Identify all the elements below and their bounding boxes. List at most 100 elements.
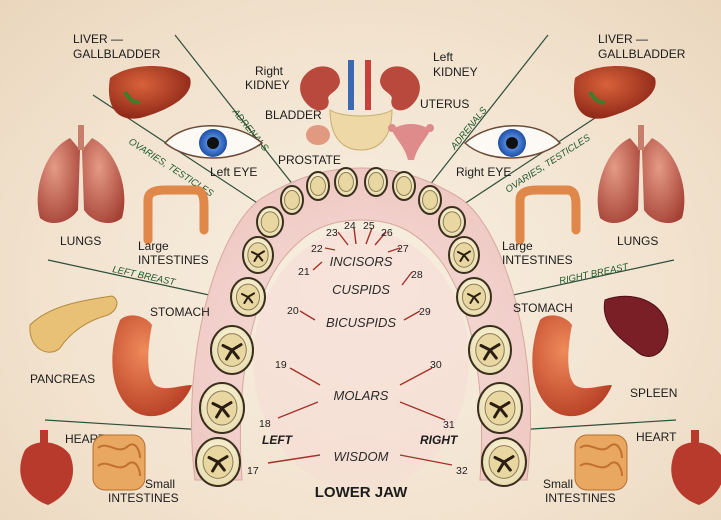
spleen-label: SPLEEN [630,386,677,400]
tooth-number-labels: 17 18 19 20 21 22 23 24 25 26 27 28 29 3… [247,220,468,477]
left-eye-label: Left EYE [210,165,257,179]
tooth-number: 27 [397,243,409,255]
bladder-illustration [329,109,393,151]
kidneys-illustration [300,60,420,111]
left-liver-label-2: GALLBLADDER [73,47,161,61]
connector-left-adrenals [174,34,306,201]
right-side-label: RIGHT [420,433,459,447]
tooth-fissure [479,343,501,361]
left-kidney-label-2: KIDNEY [433,65,478,79]
prostate-label: PROSTATE [278,153,341,167]
connector-left-breast [47,259,233,301]
large-intestine-left-illustration [143,185,209,245]
tooth-fissure [489,401,511,419]
tooth-crown [396,175,412,197]
left-eye-illustration [163,125,264,159]
tooth-number: 17 [247,465,259,477]
tooth-crown [368,171,384,193]
tooth-number: 21 [298,266,310,278]
bicuspids-label: BICUSPIDS [326,315,396,330]
tooth-fissure [251,250,265,262]
tooth-crown [422,189,438,211]
left-large-int-label-1: Large [138,239,169,253]
right-kidney-label-2: KIDNEY [245,78,290,92]
right-liver-label-1: LIVER — [598,32,648,46]
connector-right-heart [515,419,677,431]
right-liver-label-2: GALLBLADDER [598,47,686,61]
prostate-illustration [306,125,330,145]
tooth-number: 30 [430,359,442,371]
small-intestine-right-illustration [574,434,628,491]
right-eye-illustration [463,125,562,159]
right-small-int-label-2: INTESTINES [545,491,616,505]
wisdom-label: WISDOM [334,449,389,464]
right-large-int-label-2: INTESTINES [502,253,573,267]
cuspids-label: CUSPIDS [332,282,390,297]
right-large-int-label-1: Large [502,239,533,253]
left-lungs-label: LUNGS [60,234,101,248]
tooth-crown [338,171,354,193]
connector-left-heart [44,419,206,431]
left-kidney-label-1: Left [433,50,454,64]
page-title: LOWER JAW [315,484,408,501]
tooth-number: 25 [363,220,375,232]
liver-right-illustration [573,66,656,119]
pancreas-illustration [29,295,118,353]
liver-left-illustration [108,66,191,119]
left-stomach-label: STOMACH [150,305,210,319]
tooth-fissure [457,250,471,262]
stomach-left-illustration [112,315,192,417]
lungs-left-illustration [37,125,125,224]
tooth-crown [310,175,326,197]
left-small-int-label-2: INTESTINES [108,491,179,505]
tooth-leader-lines [267,227,453,466]
tooth-number: 23 [326,227,338,239]
teeth-group [195,167,527,487]
right-small-int-label-1: Small [543,477,573,491]
molars-label: MOLARS [334,388,389,403]
heart-left-illustration [20,430,74,505]
connector-right-adrenals [417,34,549,201]
tooth-fissure [493,455,515,473]
incisors-label: INCISORS [330,254,393,269]
left-breast-label: LEFT BREAST [111,264,177,288]
tooth-number: 18 [259,418,271,430]
tooth-number: 32 [456,465,468,477]
right-heart-label: HEART [636,430,677,444]
tooth-number: 22 [311,243,323,255]
tooth-number: 20 [287,305,299,317]
right-lungs-label: LUNGS [617,234,658,248]
bladder-label: BLADDER [265,108,322,122]
tooth-fissure [467,292,481,304]
uterus-illustration [388,124,434,160]
tooth-fissure [211,401,233,419]
tooth-crown [260,211,280,233]
small-intestine-left-illustration [92,434,146,491]
left-small-int-label-1: Small [145,477,175,491]
tooth-number: 26 [381,227,393,239]
tooth-number: 31 [443,419,455,431]
tooth-number: 29 [419,306,431,318]
large-intestine-right-illustration [515,185,581,245]
tooth-crown [442,211,462,233]
right-eye-label: Right EYE [456,165,511,179]
tooth-number: 19 [275,359,287,371]
tooth-crown [284,189,300,211]
pancreas-label: PANCREAS [30,372,95,386]
left-liver-label-1: LIVER — [73,32,123,46]
gum-arch [190,167,532,481]
lungs-right-illustration [597,125,685,224]
spleen-illustration [603,295,669,357]
tooth-number: 24 [344,220,356,232]
tongue-area [253,230,469,490]
heart-right-illustration [671,430,721,505]
uterus-label: UTERUS [420,97,469,111]
left-side-label: LEFT [262,433,294,447]
tooth-fissure [241,292,255,304]
connector-right-breast [489,259,675,301]
right-stomach-label: STOMACH [513,301,573,315]
tooth-fissure [207,455,229,473]
right-kidney-label-1: Right [255,64,284,78]
